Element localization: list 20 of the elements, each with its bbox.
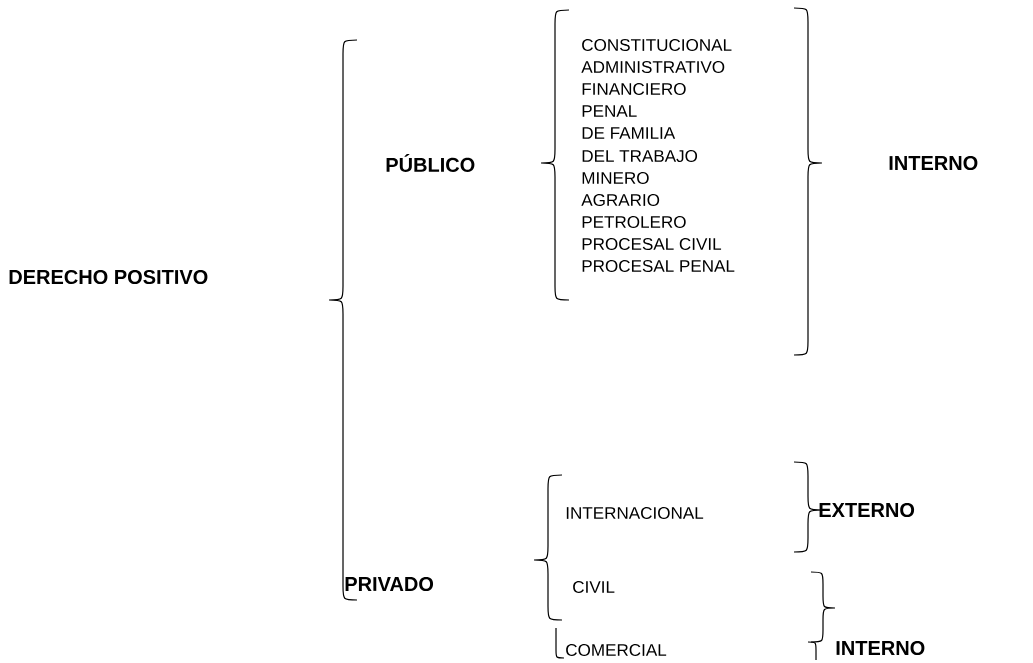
category-label: PÚBLICO <box>386 154 475 172</box>
list-item: COMERCIAL <box>566 643 667 657</box>
list-item: DE FAMILIA <box>582 127 676 139</box>
root-label: DERECHO POSITIVO <box>9 269 208 285</box>
group-label: INTERNO <box>836 640 925 656</box>
list-item: CONSTITUCIONAL <box>582 38 732 52</box>
list-item: PENAL <box>582 105 637 117</box>
group-label: EXTERNO <box>819 502 915 518</box>
category-label: PRIVADO <box>345 576 434 592</box>
group-label: INTERNO <box>889 155 978 171</box>
list-item: MINERO <box>582 171 649 185</box>
list-item: PROCESAL PENAL <box>582 259 735 273</box>
list-item: ADMINISTRATIVO <box>581 60 725 74</box>
list-item: DEL TRABAJO <box>582 149 698 163</box>
list-item: CIVIL <box>573 580 615 594</box>
list-item: INTERNACIONAL <box>566 506 704 520</box>
list-item: FINANCIERO <box>582 82 686 96</box>
list-item: PROCESAL CIVIL <box>582 237 722 251</box>
list-item: AGRARIO <box>581 193 660 207</box>
list-item: PETROLERO <box>582 215 686 229</box>
